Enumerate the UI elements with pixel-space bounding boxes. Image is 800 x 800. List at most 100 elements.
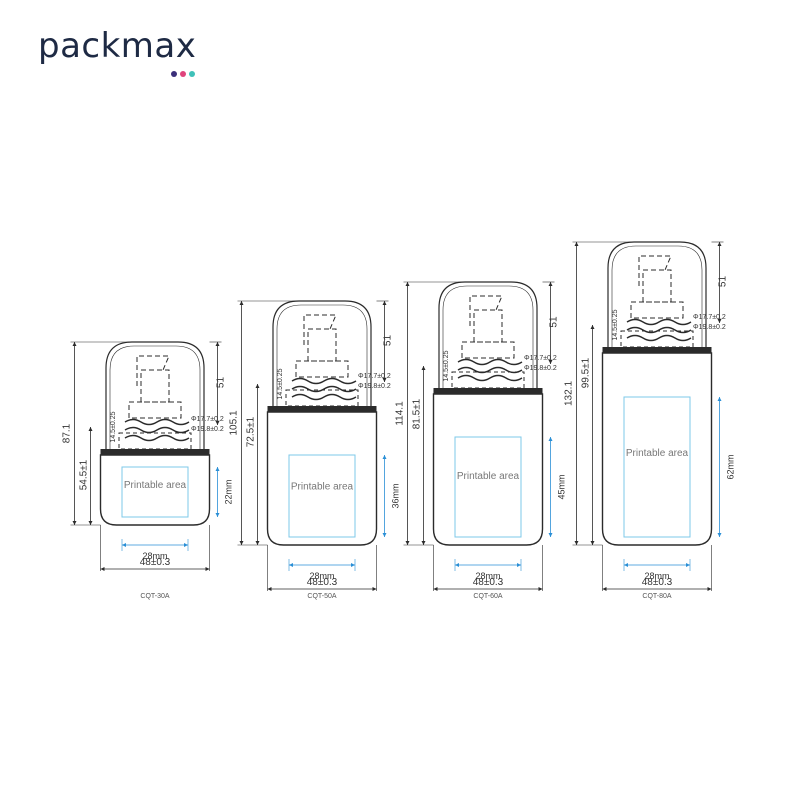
- body-width-dimension-arrow: [433, 587, 438, 591]
- pump-nozzle: [136, 355, 170, 386]
- cap-height-dimension-arrow: [215, 342, 220, 346]
- total-height-label: 87.1: [62, 423, 73, 443]
- body-width-dimension-arrow: [100, 567, 105, 571]
- printable-height-label: 62mm: [726, 454, 736, 479]
- body-width-dimension-arrow: [372, 587, 377, 591]
- printable-width-dimension-arrow: [517, 563, 521, 567]
- neck-outline: [620, 330, 694, 348]
- pump-dim-label: Φ19.8±0.2: [693, 324, 726, 331]
- body-width-label: 48±0.3: [140, 557, 171, 568]
- bottle-body: [266, 411, 378, 546]
- printable-height-dimension-arrow: [215, 467, 220, 471]
- pump-dim-label: Φ17.7±0.2: [358, 373, 391, 380]
- pump-collar: [128, 401, 182, 419]
- cap-height-label: 51: [549, 316, 560, 328]
- total-height-dimension-arrow: [239, 541, 244, 545]
- cap-outline: [607, 241, 707, 353]
- pump-dim-label: Φ19.8±0.2: [358, 383, 391, 390]
- thread-line: [291, 393, 357, 401]
- printable-width-dimension-arrow: [686, 563, 690, 567]
- total-height-dimension-arrow: [72, 342, 77, 346]
- printable-area-label: Printable area: [124, 480, 187, 491]
- bottle-shoulder-band: [100, 449, 210, 455]
- printable-area-box: [454, 436, 522, 538]
- pump-dim-label: 14.5±0.25: [443, 350, 450, 381]
- pump-dim-label: Φ17.7±0.2: [693, 314, 726, 321]
- thread-line: [124, 418, 190, 426]
- model-label: CQT-50A: [307, 593, 337, 600]
- printable-area-box: [121, 466, 189, 518]
- cap-inner-outline: [109, 345, 201, 455]
- thread-line: [626, 326, 692, 334]
- bottle-shoulder-band: [267, 406, 377, 412]
- cap-outline: [105, 341, 205, 455]
- bottle-body: [99, 454, 211, 526]
- body-width-dimension-arrow: [267, 587, 272, 591]
- brand-logo: packmax: [38, 26, 197, 77]
- pump-dim-label: Φ17.7±0.2: [524, 355, 557, 362]
- body-width-dimension-arrow: [707, 587, 712, 591]
- body-height-dimension-arrow: [421, 366, 426, 370]
- brand-name: packmax: [38, 26, 197, 66]
- cap-outline: [272, 300, 372, 412]
- printable-height-dimension-arrow: [717, 533, 722, 537]
- pump-collar: [630, 301, 684, 319]
- printable-height-dimension-arrow: [548, 437, 553, 441]
- pump-dim-label: Φ19.8±0.2: [191, 426, 224, 433]
- pump-collar: [461, 341, 515, 359]
- pump-nozzle: [638, 255, 672, 286]
- body-width-dimension-arrow: [602, 587, 607, 591]
- printable-area-box: [288, 454, 356, 538]
- bottle-drawing-cqt-30a: Printable area87.154.5±151Φ17.7±0.2Φ19.8…: [62, 341, 234, 600]
- cap-height-dimension-arrow: [382, 378, 387, 382]
- printable-height-dimension-arrow: [382, 455, 387, 459]
- cap-height-dimension-arrow: [717, 319, 722, 323]
- cap-inner-outline: [611, 245, 703, 353]
- body-height-label: 99.5±1: [581, 357, 592, 388]
- printable-area-label: Printable area: [457, 471, 520, 482]
- cap-height-label: 51: [718, 276, 729, 288]
- body-height-dimension-arrow: [255, 384, 260, 388]
- total-height-dimension-arrow: [405, 541, 410, 545]
- thread-line: [626, 318, 692, 326]
- pump-dim-label: Φ17.7±0.2: [191, 416, 224, 423]
- body-height-dimension-arrow: [590, 541, 595, 545]
- pump-stem: [307, 328, 337, 362]
- pump-dim-label: Φ19.8±0.2: [524, 365, 557, 372]
- body-width-label: 48±0.3: [473, 577, 504, 588]
- bottle-shoulder-band: [433, 388, 543, 394]
- printable-height-dimension-arrow: [548, 533, 553, 537]
- model-label: CQT-60A: [473, 593, 503, 600]
- cap-inner-outline: [276, 304, 368, 412]
- body-width-label: 48±0.3: [642, 577, 673, 588]
- brand-dots: [171, 64, 201, 77]
- neck-outline: [451, 371, 525, 389]
- cap-height-dimension-arrow: [548, 282, 553, 286]
- cap-height-dimension-arrow: [548, 360, 553, 364]
- printable-width-dimension-arrow: [455, 563, 459, 567]
- total-height-label: 114.1: [395, 401, 406, 426]
- total-height-label: 105.1: [229, 410, 240, 435]
- printable-height-dimension-arrow: [717, 397, 722, 401]
- neck-outline: [118, 432, 192, 450]
- printable-width-label: 28mm: [644, 571, 669, 581]
- printable-width-dimension-arrow: [624, 563, 628, 567]
- bottle-body: [601, 352, 713, 546]
- bottle-body: [432, 393, 544, 546]
- printable-height-dimension-arrow: [215, 513, 220, 517]
- pump-stem: [140, 369, 170, 403]
- pump-nozzle: [469, 295, 503, 326]
- pump-dim-label: 14.5±0.25: [277, 368, 284, 399]
- brand-dot: [180, 71, 186, 77]
- total-height-dimension-arrow: [72, 521, 77, 525]
- printable-height-label: 45mm: [557, 474, 567, 499]
- thread-line: [457, 358, 523, 366]
- printable-area-label: Printable area: [291, 481, 354, 492]
- printable-area-box: [623, 396, 691, 538]
- pump-stem: [473, 309, 503, 343]
- thread-line: [124, 426, 190, 434]
- pump-collar: [295, 360, 349, 378]
- printable-width-dimension-arrow: [184, 543, 188, 547]
